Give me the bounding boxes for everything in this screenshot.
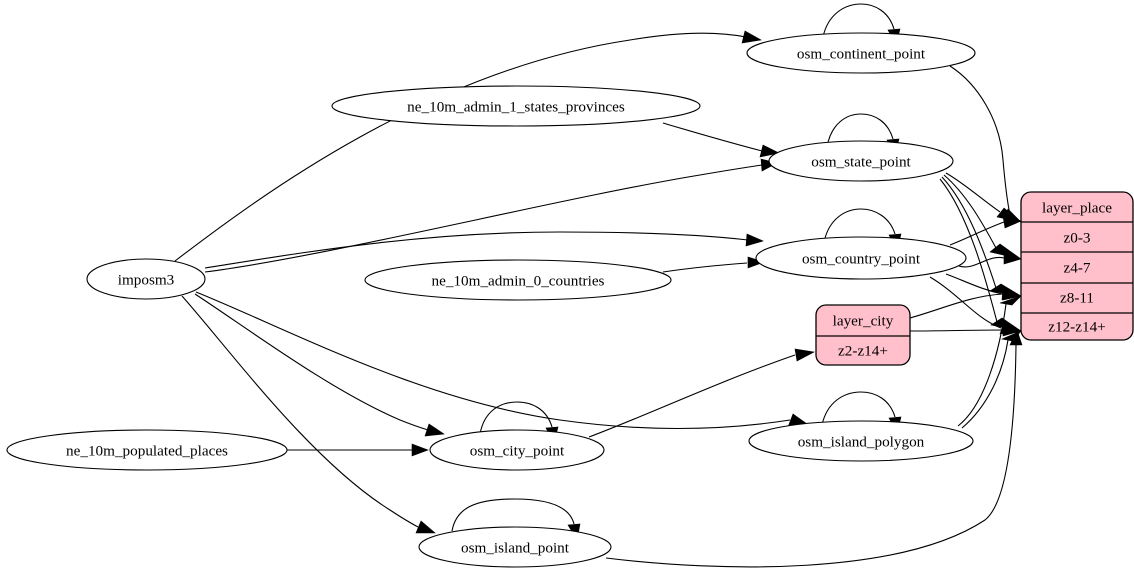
edge-osm-island-polygon-to-layer-place-z12-z14 bbox=[961, 330, 1022, 429]
node-ne-states-label: ne_10m_admin_1_states_provinces bbox=[407, 99, 625, 116]
node-osm-island-point[interactable]: osm_island_point bbox=[418, 526, 612, 568]
edge-osm-island-polygon-to-layer-place-z8-11 bbox=[957, 295, 1022, 427]
edge-ne-populated-to-osm-city-point bbox=[287, 443, 429, 457]
record-row-layer-place-z12-z14[interactable]: z12-z14+ bbox=[1048, 319, 1105, 336]
node-osm-continent-point-shape[interactable] bbox=[746, 32, 976, 74]
node-osm-state-point-shape[interactable] bbox=[768, 140, 954, 182]
record-node-layer-city[interactable]: layer_city z2-z14+ bbox=[815, 304, 911, 366]
record-row-layer-city-z2-z14[interactable]: z2-z14+ bbox=[838, 343, 888, 360]
node-imposm3-shape[interactable] bbox=[86, 258, 206, 300]
edge-imposm3-to-osm-island-polygon bbox=[195, 291, 808, 430]
node-ne-populated-shape[interactable] bbox=[6, 429, 288, 471]
node-osm-country-point-shape[interactable] bbox=[755, 236, 967, 280]
node-ne-countries-shape[interactable] bbox=[364, 259, 672, 301]
record-node-layer: layer_place z0-3 z4-7 z8-11 z12-z14+ lay… bbox=[815, 191, 1134, 366]
edge-imposm3-to-osm-country-point bbox=[204, 231, 764, 269]
record-row-layer-place-z0-3[interactable]: z0-3 bbox=[1064, 230, 1091, 247]
node-osm-island-point-shape[interactable] bbox=[418, 526, 612, 568]
edge-layer-city-to-layer-place-z12-z14 bbox=[909, 323, 1022, 337]
node-imposm3[interactable]: imposm3 bbox=[86, 258, 206, 300]
node-ne-10m-populated-places[interactable]: ne_10m_populated_places bbox=[6, 429, 288, 471]
record-title-layer-place: layer_place bbox=[1042, 200, 1112, 217]
node-ne-countries-label: ne_10m_admin_0_countries bbox=[432, 273, 605, 290]
node-ne-states-shape[interactable] bbox=[331, 85, 701, 127]
node-ne-populated-label: ne_10m_populated_places bbox=[66, 443, 228, 460]
edge-imposm3-to-osm-continent-point bbox=[174, 30, 762, 262]
edge-imposm3-to-osm-island-point bbox=[181, 295, 436, 534]
edge-osm-island-point-to-layer-place-z12-z14 bbox=[605, 329, 1023, 568]
edge-layer-city-to-layer-place-z8-11 bbox=[909, 287, 1022, 319]
edge-ne-countries-to-osm-country-point bbox=[662, 256, 765, 273]
edge-osm-city-point-to-layer-city-z2-z14 bbox=[588, 348, 815, 438]
edge-osm-country-point-to-layer-place-z4-7 bbox=[958, 251, 1022, 268]
node-ne-10m-admin-1-states-provinces[interactable]: ne_10m_admin_1_states_provinces bbox=[331, 85, 701, 127]
node-osm-country-point[interactable]: osm_country_point bbox=[755, 236, 967, 280]
node-osm-country-point-label: osm_country_point bbox=[802, 251, 921, 268]
edge-osm-continent-point-to-layer-place-z0-3 bbox=[949, 65, 1022, 223]
node-osm-city-point-shape[interactable] bbox=[429, 429, 605, 471]
node-osm-city-point-label: osm_city_point bbox=[470, 443, 565, 460]
record-node-layer-city-box[interactable] bbox=[815, 304, 911, 366]
node-ne-10m-admin-0-countries[interactable]: ne_10m_admin_0_countries bbox=[364, 259, 672, 301]
edge-imposm3-to-osm-city-point bbox=[194, 293, 445, 437]
node-imposm3-label: imposm3 bbox=[118, 272, 175, 289]
record-node-layer-place-box[interactable] bbox=[1020, 191, 1134, 341]
edge-ne-states-to-osm-state-point bbox=[662, 122, 780, 158]
node-layer: imposm3 ne_10m_admin_1_states_provinces … bbox=[6, 32, 976, 568]
record-row-layer-place-z4-7[interactable]: z4-7 bbox=[1064, 260, 1091, 277]
node-osm-city-point[interactable]: osm_city_point bbox=[429, 429, 605, 471]
node-osm-island-polygon-shape[interactable] bbox=[748, 420, 974, 462]
record-title-layer-city: layer_city bbox=[833, 313, 894, 330]
node-osm-island-polygon[interactable]: osm_island_polygon bbox=[748, 420, 974, 462]
node-osm-state-point[interactable]: osm_state_point bbox=[768, 140, 954, 182]
record-node-layer-place[interactable]: layer_place z0-3 z4-7 z8-11 z12-z14+ bbox=[1020, 191, 1134, 341]
edge-osm-state-point-to-layer-place-z8-11 bbox=[941, 176, 1022, 297]
node-osm-continent-point-label: osm_continent_point bbox=[797, 46, 926, 63]
node-osm-island-point-label: osm_island_point bbox=[461, 540, 570, 557]
edge-osm-country-point-to-layer-place-z0-3 bbox=[949, 215, 1022, 246]
node-osm-island-polygon-label: osm_island_polygon bbox=[798, 434, 925, 451]
record-row-layer-place-z8-11[interactable]: z8-11 bbox=[1060, 290, 1094, 307]
node-osm-continent-point[interactable]: osm_continent_point bbox=[746, 32, 976, 74]
node-osm-state-point-label: osm_state_point bbox=[811, 154, 911, 171]
